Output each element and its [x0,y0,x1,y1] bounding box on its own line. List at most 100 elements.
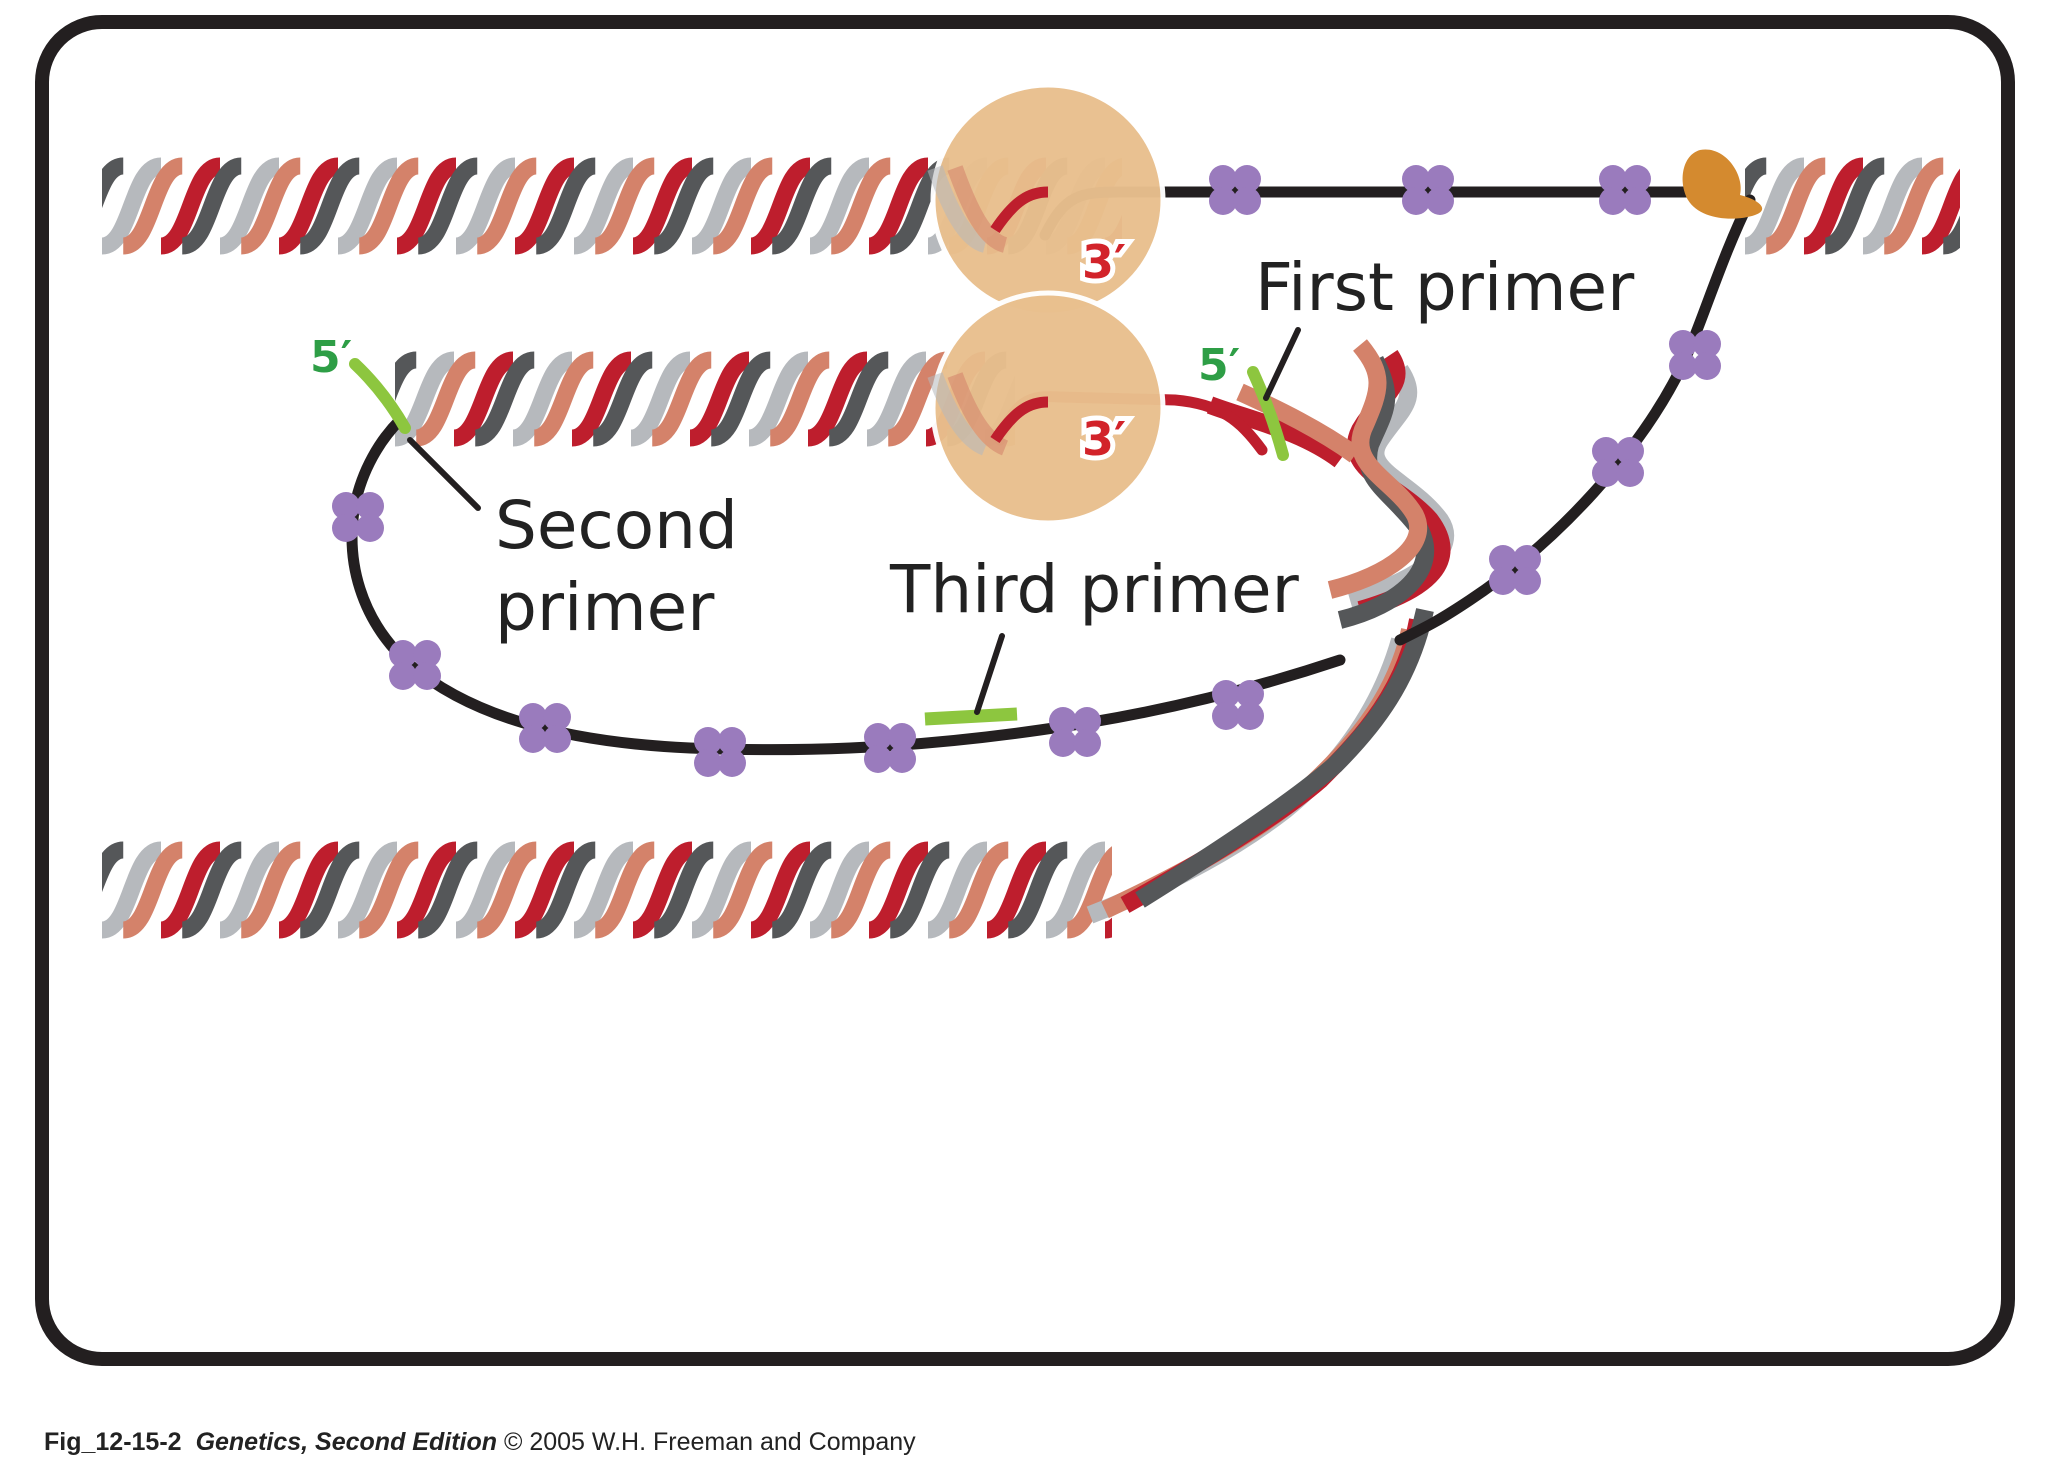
helix-strand [454,157,517,255]
helix-strand [357,841,421,939]
helix-strand [416,841,480,939]
helicase-icon [1682,149,1763,219]
helix-strand [770,841,834,939]
helix-strand [159,841,222,939]
helix-strand [336,157,399,255]
helix-strand [829,157,893,255]
helix-strand [570,351,633,447]
helix-strand [709,351,773,447]
helix-strand [1044,841,1107,939]
five-prime-label-left: 5′ [310,332,352,383]
helix-strand [534,841,598,939]
helix-strand [1745,157,1769,209]
helix-strand [629,351,692,447]
helix-strand [591,351,655,447]
second-primer-label-line1: Second [495,487,738,564]
figure-id: Fig_12-15-2 [44,1428,182,1456]
helix-strand [827,351,891,447]
helix-strand [650,351,714,447]
helix-strand [416,157,480,255]
helix-strand [711,157,775,255]
helix-strand [121,157,185,255]
ssb-protein [864,723,916,773]
helix-strand [985,841,1048,939]
first-primer-label: First primer [1255,249,1635,326]
ssb-protein [1402,165,1454,215]
helix-strand [1882,157,1946,255]
helix-strand [1006,841,1070,939]
dna-polymerase-bottom [930,290,1166,526]
helix-strand [395,351,419,402]
helix-strand [688,351,751,447]
helix-strand [102,841,126,893]
helix-strand [652,157,716,255]
helix-strand [690,157,753,255]
helix-strand [631,841,694,939]
helix-strand [1941,215,1960,255]
ssb-protein [1592,437,1644,487]
helix-strand [806,351,869,447]
helix-strand [454,841,517,939]
helix-strand [1861,157,1924,255]
book-title: Genetics, Second Edition [195,1428,498,1456]
helix-strand [239,841,303,939]
helix-strand [768,351,832,447]
helix-strand [473,351,537,447]
helix-strand [102,841,163,939]
ssb-protein [519,703,571,753]
helix-strand [452,351,515,447]
helix-strand [298,841,362,939]
helix-strand [336,841,399,939]
helix-strand [180,841,244,939]
three-prime-label-bottom: 3′ 3′ [1077,407,1131,471]
helix-strand [652,841,716,939]
ssb-protein [1669,330,1721,380]
third-primer [924,633,1018,726]
helix-strand [947,841,1011,939]
helix-strand [631,157,694,255]
helix-strand [572,841,635,939]
second-primer [349,358,481,511]
helix-strand [1920,168,1960,255]
helix-strand [395,157,458,255]
helix-strand [867,157,930,255]
ssb-protein [1209,165,1261,215]
helix-strand [829,841,893,939]
ssb-protein [1599,165,1651,215]
helix-strand [690,841,753,939]
helix-strand [102,157,126,209]
copyright: © 2005 W.H. Freeman and Company [503,1428,916,1456]
ssb-protein [694,727,746,777]
helix-strand [1764,157,1828,255]
svg-text:3′: 3′ [1082,235,1126,289]
helix-strand [865,351,928,447]
helix-strand [121,841,185,939]
ssb-protein [1489,545,1541,595]
parental-helix-upstream [1745,157,1960,255]
third-primer-label: Third primer [889,551,1300,628]
helix-strand [277,157,340,255]
helix-strand [277,841,340,939]
helix-strand [572,157,635,255]
helix-strand [159,157,222,255]
helix-strand [513,841,576,939]
helix-strand [770,157,834,255]
ssb-proteins [332,165,1721,777]
helix-strand [532,351,596,447]
ssb-protein [389,640,441,690]
second-primer-label-line2: primer [495,569,715,646]
five-prime-label-right: 5′ [1198,340,1240,391]
helix-strand [414,351,478,447]
figure-caption: Fig_12-15-2 Genetics, Second Edition © 20… [44,1428,916,1457]
helix-strand [180,157,244,255]
helix-strand [534,157,598,255]
helix-strand [395,351,456,447]
ssb-protein [1212,680,1264,730]
helix-strand [102,157,163,255]
helix-strand [867,841,930,939]
helix-strand [749,841,812,939]
parental-helix-top [102,157,1122,255]
ssb-protein [1049,707,1101,757]
helix-strand [888,841,952,939]
helix-strand [593,157,657,255]
